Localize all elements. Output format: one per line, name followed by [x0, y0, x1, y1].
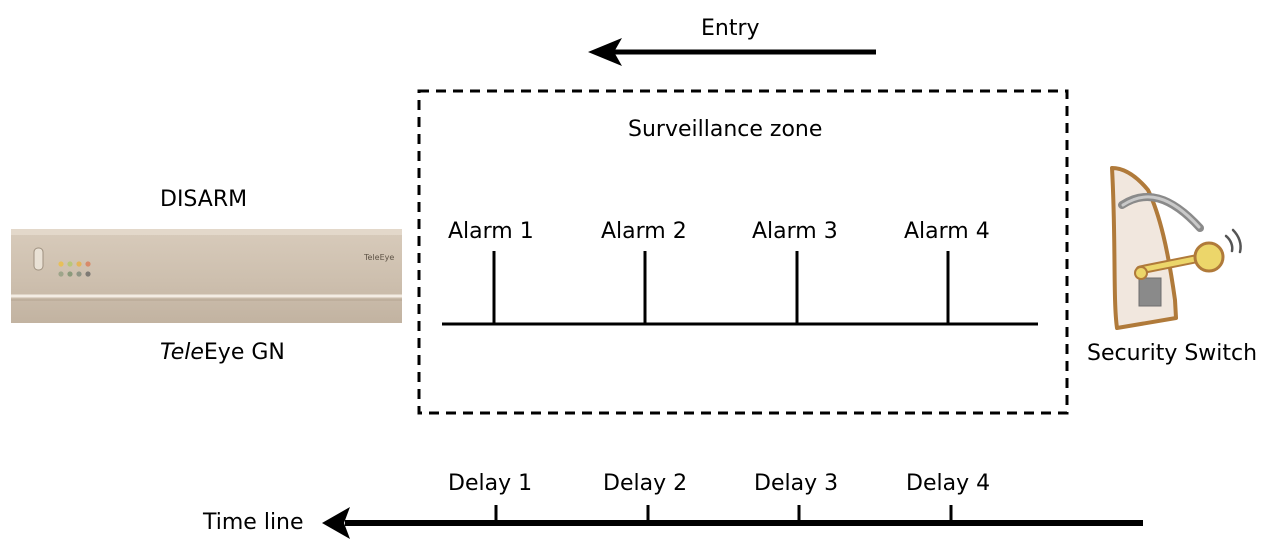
- surveillance-zone-box: [417, 89, 1069, 415]
- alarm-1-label: Alarm 1: [448, 219, 534, 244]
- status-led-icons: [58, 261, 91, 277]
- delay-4-label: Delay 4: [906, 471, 991, 496]
- device-badge-text: TeleEye: [363, 253, 394, 262]
- device-status-label: DISARM: [160, 187, 248, 212]
- entry-label: Entry: [701, 16, 760, 41]
- entry-arrow: [588, 38, 876, 66]
- delay-1-label: Delay 1: [448, 471, 533, 496]
- delay-2-label: Delay 2: [603, 471, 688, 496]
- alarm-4-label: Alarm 4: [904, 219, 990, 244]
- teleeye-device-image: TeleEye: [11, 229, 402, 323]
- device-name-italic: Tele: [160, 340, 204, 365]
- surveillance-zone-title: Surveillance zone: [628, 117, 823, 142]
- timeline-arrow: [322, 507, 1143, 539]
- timeline-label: Time line: [203, 510, 304, 535]
- alarm-3-label: Alarm 3: [752, 219, 838, 244]
- power-button-icon: [33, 247, 44, 271]
- device-name: TeleEye GN: [160, 342, 285, 364]
- security-switch-label: Security Switch: [1087, 341, 1258, 366]
- delay-3-label: Delay 3: [754, 471, 839, 496]
- security-switch-icon: [1110, 166, 1242, 330]
- device-name-rest: Eye GN: [203, 340, 285, 365]
- alarm-2-label: Alarm 2: [601, 219, 687, 244]
